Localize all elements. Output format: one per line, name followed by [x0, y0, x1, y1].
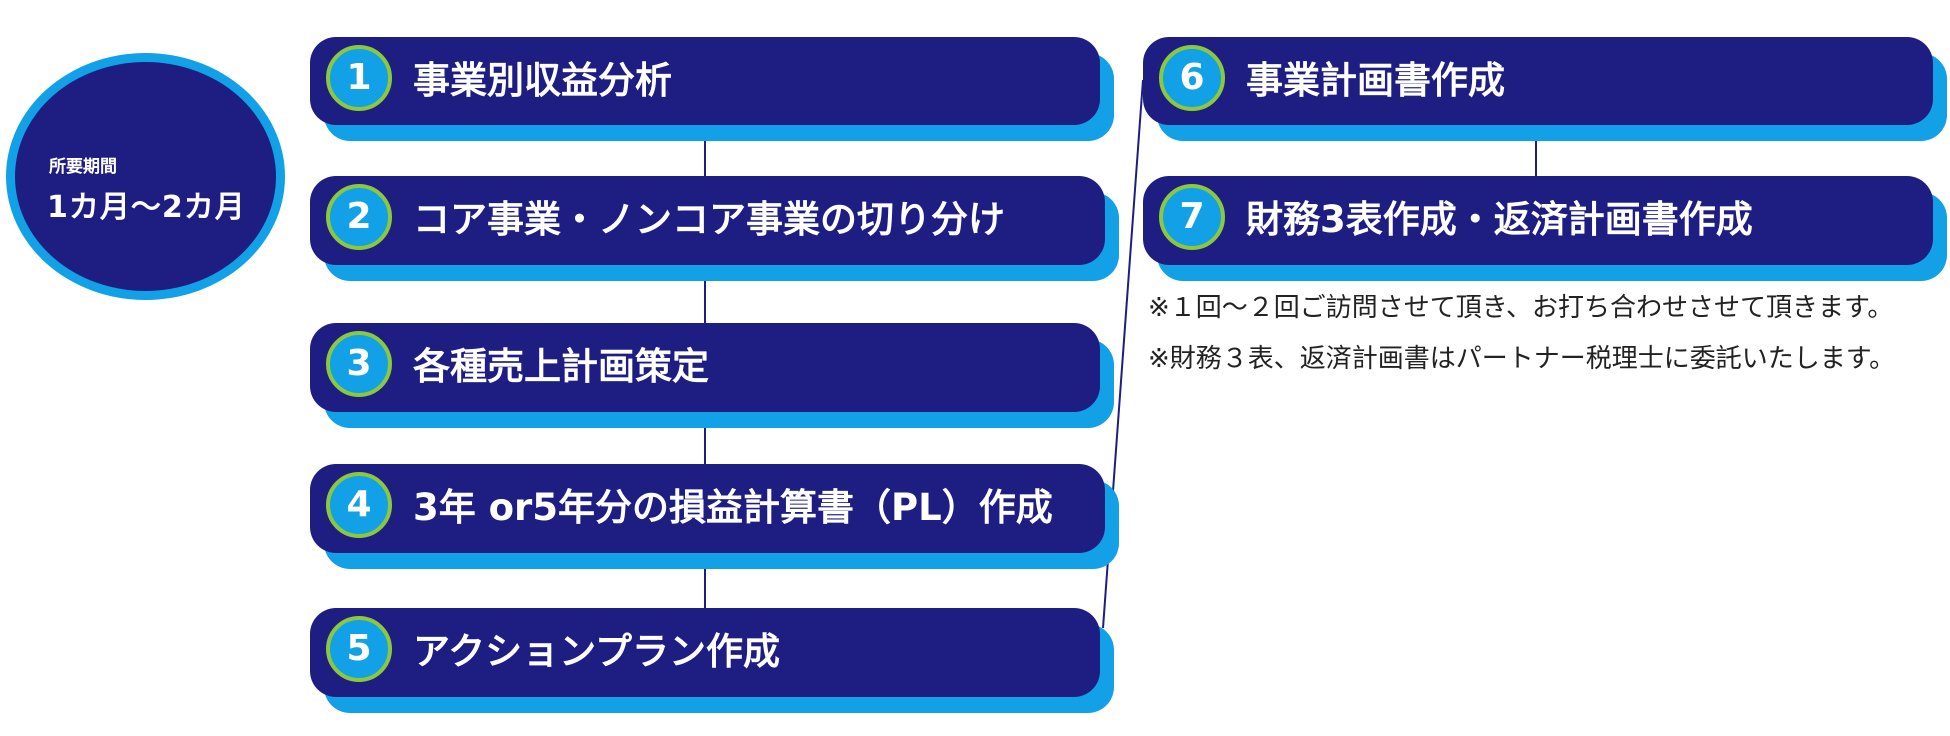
step-body	[310, 323, 1100, 412]
step-title: 事業計画書作成	[1246, 59, 1505, 102]
step-body	[310, 37, 1100, 125]
period-badge: 所要期間 1カ月～2カ月	[6, 53, 285, 300]
step-body	[310, 464, 1105, 553]
step-5: 5 アクションプラン作成	[310, 608, 1114, 713]
step-title: 事業別収益分析	[413, 59, 672, 102]
step-body	[1143, 176, 1933, 265]
step-7: 7 財務3表作成・返済計画書作成	[1143, 176, 1947, 281]
step-1: 1 事業別収益分析	[310, 37, 1114, 141]
step-number-badge: 5	[326, 616, 392, 682]
step-number-badge: 3	[326, 331, 392, 397]
step-number-badge: 6	[1159, 45, 1225, 111]
step-number-badge: 4	[326, 472, 392, 538]
step-body	[1143, 37, 1933, 125]
step-4: 4 3年 or5年分の損益計算書（PL）作成	[310, 464, 1119, 569]
note-outsourcing: ※財務３表、返済計画書はパートナー税理士に委託いたします。	[1148, 344, 1896, 374]
step-2: 2 コア事業・ノンコア事業の切り分け	[310, 176, 1119, 281]
step-number-badge: 1	[326, 45, 392, 111]
step-title: コア事業・ノンコア事業の切り分け	[413, 198, 1005, 241]
step-6: 6 事業計画書作成	[1143, 37, 1947, 141]
step-body	[310, 176, 1105, 265]
period-label: 所要期間	[49, 157, 117, 177]
step-body	[310, 608, 1100, 697]
step-title: 各種売上計画策定	[413, 345, 709, 388]
step-title: 3年 or5年分の損益計算書（PL）作成	[413, 486, 1053, 529]
step-number-badge: 7	[1159, 184, 1225, 250]
note-visits: ※１回～２回ご訪問させて頂き、お打ち合わせさせて頂きます。	[1148, 293, 1894, 323]
step-title: アクションプラン作成	[413, 630, 781, 673]
step-title: 財務3表作成・返済計画書作成	[1246, 198, 1753, 241]
step-3: 3 各種売上計画策定	[310, 323, 1114, 428]
step-number-badge: 2	[326, 184, 392, 250]
period-value: 1カ月～2カ月	[47, 190, 246, 225]
